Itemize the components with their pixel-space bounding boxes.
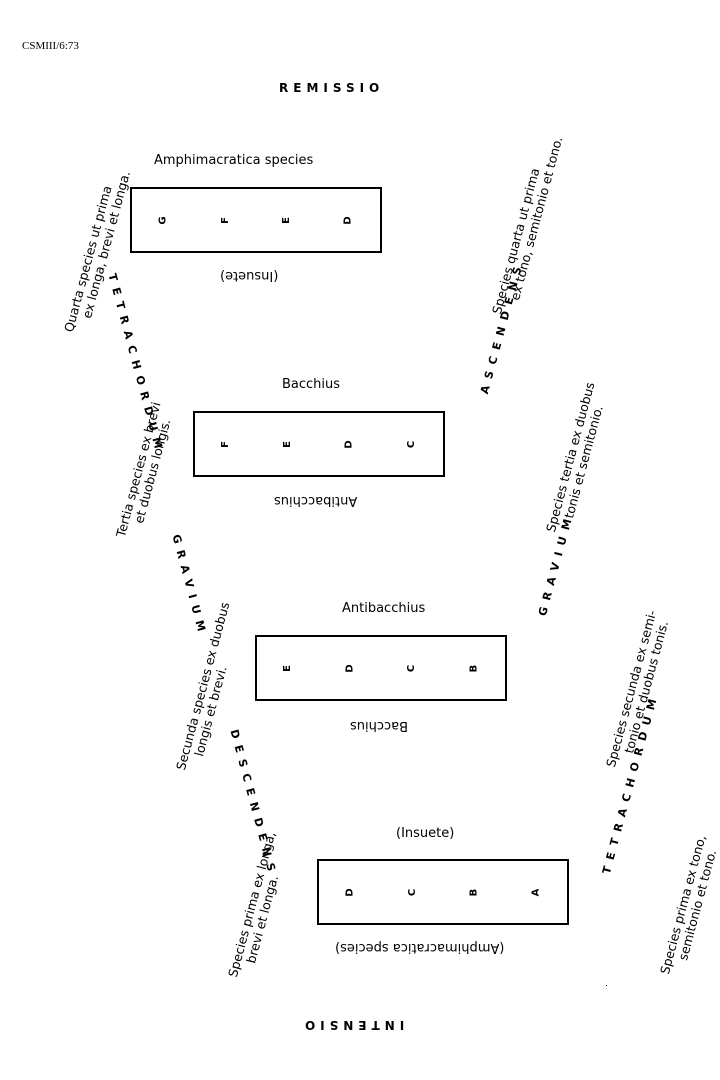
left-gravium-label: GRAVIUM bbox=[169, 533, 210, 640]
note: E bbox=[281, 440, 293, 448]
title-remissio: REMISSIO bbox=[279, 81, 385, 95]
tetrachord-3-above-label: Antibacchius bbox=[342, 601, 426, 616]
note: A bbox=[530, 888, 542, 896]
left-prima-species: Species prima ex longa, brevi et longa. bbox=[225, 830, 292, 982]
tetrachord-1-above-label: Amphimacratica species bbox=[154, 153, 314, 168]
tetrachord-3-box: E D C B bbox=[255, 635, 507, 701]
tetrachord-2-above-label: Bacchius bbox=[282, 377, 341, 392]
note: B bbox=[468, 888, 480, 896]
note: E bbox=[282, 664, 294, 672]
tetrachord-1-below-label: (Insuete) bbox=[220, 268, 279, 283]
note: E bbox=[281, 216, 293, 224]
note: F bbox=[220, 440, 232, 448]
note: D bbox=[343, 439, 355, 449]
right-prima-species: Species prima ex tono, semitonio et tono… bbox=[657, 833, 720, 980]
reference-code: CSMIII/6:73 bbox=[22, 40, 79, 52]
scan-speck bbox=[606, 985, 607, 986]
title-intensio: INTENSIO bbox=[300, 1018, 405, 1032]
tetrachord-2-box: F E D C bbox=[193, 411, 445, 477]
left-descendens-label: DESCENDENS bbox=[227, 728, 280, 880]
note: C bbox=[406, 888, 418, 896]
right-tertia-species: Species tertia ex duobus tonis et semito… bbox=[543, 380, 611, 538]
tetrachord-2-below-label: Antibacchius bbox=[274, 493, 358, 508]
right-quarta-species: Species quarta ut prima ex tono, semiton… bbox=[489, 132, 565, 320]
note: B bbox=[468, 664, 480, 672]
tetrachord-4-above-label: (Insuete) bbox=[396, 826, 455, 841]
note: C bbox=[406, 664, 418, 672]
tetrachord-1-box: G F E D bbox=[130, 187, 382, 253]
note: D bbox=[343, 215, 355, 225]
tetrachord-4-box: D C B A bbox=[317, 859, 569, 925]
tetrachord-4-below-label: (Amphimacratica species) bbox=[335, 940, 505, 955]
tetrachord-3-below-label: Bacchius bbox=[350, 718, 409, 733]
note: G bbox=[157, 215, 169, 225]
note: D bbox=[344, 887, 356, 897]
left-tetrachordum-label: TETRACHORDUM bbox=[105, 272, 167, 457]
note: D bbox=[344, 663, 356, 673]
note: F bbox=[219, 216, 231, 224]
note: C bbox=[406, 440, 418, 448]
